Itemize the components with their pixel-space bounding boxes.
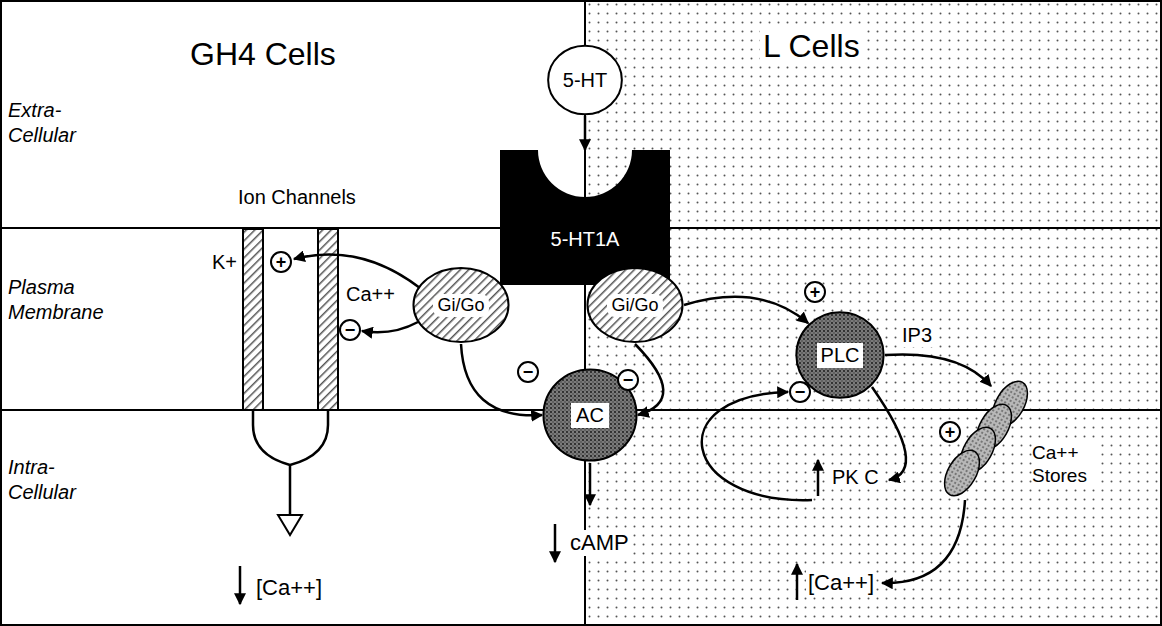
enzyme-name: PLC [817,343,864,368]
connector-arrow [461,344,542,415]
g-protein: Gi/Go [586,266,684,344]
edge-label: IP3 [900,324,934,347]
row-label: Plasma Membrane [8,275,116,325]
concentration-label: [Ca++] [806,570,876,596]
connector-arrow [885,354,991,386]
ca-channel [318,229,338,410]
ion-label: K+ [212,251,237,274]
concentration-label: [Ca++] [256,575,322,601]
connector-arrow [684,297,808,323]
ligand-name: 5-HT [563,69,607,92]
part-label: Ion Channels [238,186,356,209]
row-label: Extra- Cellular [8,98,100,148]
sign-symbol: − [789,381,811,403]
row-label: Intra- Cellular [8,455,100,505]
connector-arrow [584,116,587,150]
signal-arrows [240,254,965,604]
open-arrowhead [278,515,302,535]
channel-merge-line [253,410,328,515]
sign-symbol: + [939,421,961,443]
g-protein-name: Gi/Go [607,294,662,317]
messenger-label: cAMP [568,530,631,556]
k-channel [243,229,263,410]
sign-symbol: + [804,281,826,303]
region-title: L Cells [760,28,863,65]
enzyme-name: AC [571,403,609,428]
sign-symbol: − [339,319,361,341]
sign-symbol: − [517,361,539,383]
l-cells-ground [585,0,1162,626]
receptor-name: 5-HT1A [551,228,620,251]
cell-region: L CellsGi/GoPLC Ca++ Stores [585,0,1162,626]
connector-arrow [635,344,663,415]
enzyme-label: PK C [830,466,881,489]
sign-symbol: − [617,369,639,391]
stores-name: Ca++ Stores [1032,442,1098,488]
ion-label: Ca++ [346,283,395,306]
receptor-shape [500,150,670,285]
sign-symbol: + [270,251,292,273]
receptor-shape: 5-HT1A [500,150,670,285]
g-protein: Gi/Go [412,266,510,344]
ligand-circle: 5-HT [547,44,623,116]
region-title: GH4 Cells [190,36,336,73]
g-protein-name: Gi/Go [433,294,488,317]
calcium-stores: Ca++ Stores [940,380,1110,500]
